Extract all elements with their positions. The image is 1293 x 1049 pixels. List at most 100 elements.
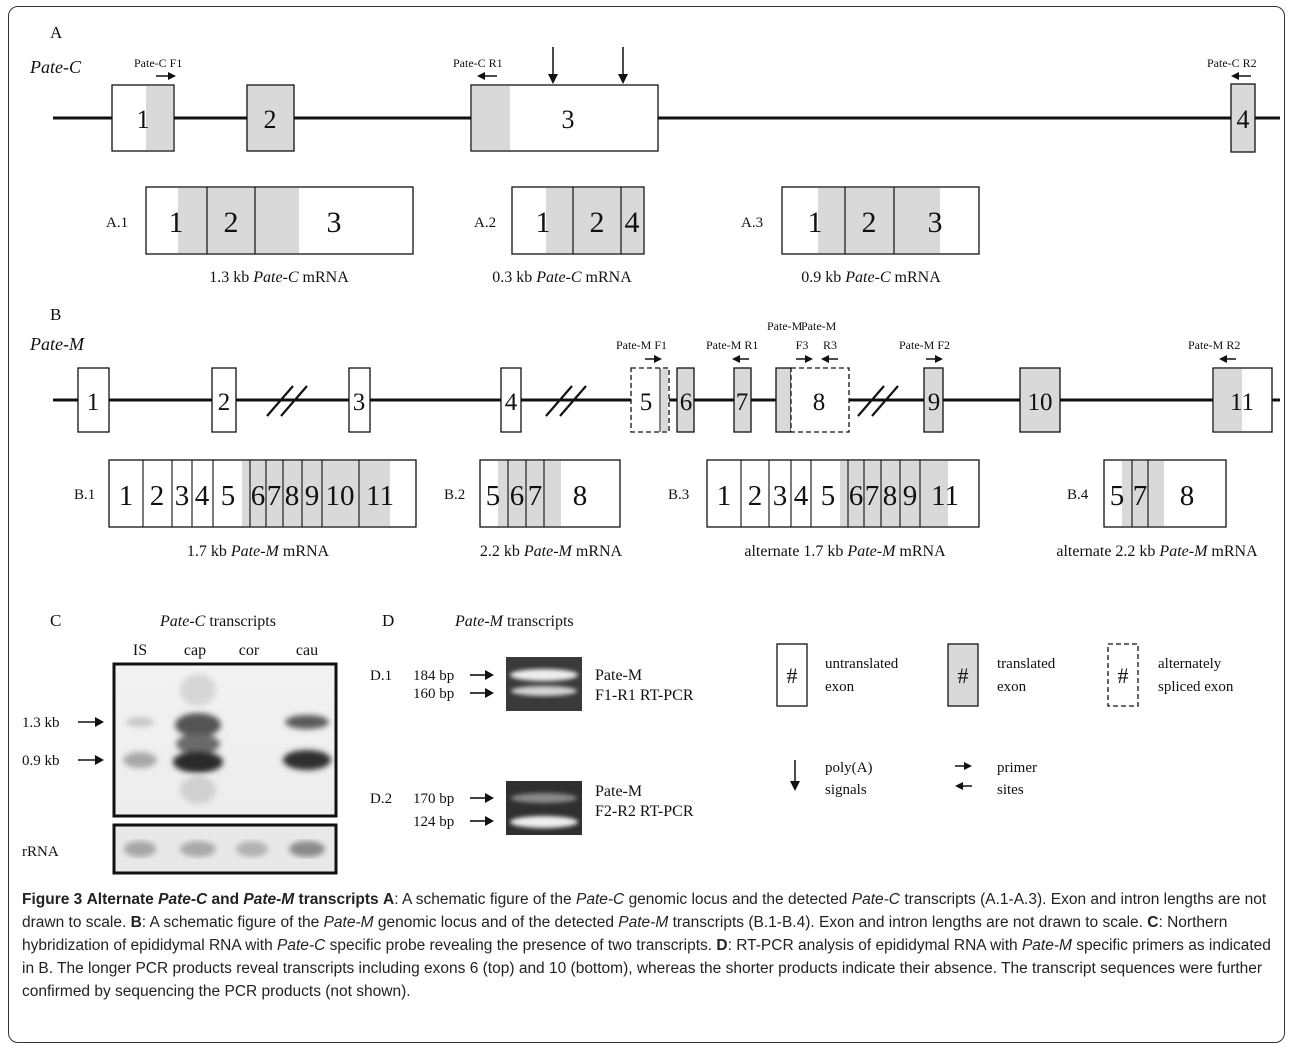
lane-label: cau: [296, 642, 318, 659]
exon-label: 7: [1133, 480, 1148, 512]
panel-d: D Pate-M transcripts D.1 184 bp 160 bp P…: [370, 611, 694, 835]
exon-label: 2: [264, 105, 277, 134]
caption-figure-number: Figure 3: [22, 891, 83, 908]
pate-m-exon-7: 7: [733, 367, 752, 433]
panel-c-letter: C: [50, 611, 61, 630]
transcript-id: B.4: [1067, 487, 1089, 503]
exon-label: 5: [1110, 480, 1125, 512]
exon-label: 9: [903, 480, 918, 512]
lane-label: cap: [184, 642, 206, 659]
pate-m-exon-4: 4: [500, 367, 522, 433]
exon-label: 10: [1028, 389, 1053, 416]
pate-m-exon-8: 8: [775, 367, 850, 433]
transcript-id: A.1: [106, 215, 128, 231]
transcript-id: B.1: [74, 487, 95, 503]
poly-a-arrow-icon: [618, 47, 628, 84]
pate-m-exon-6: 6: [676, 367, 695, 433]
transcript-id: B.2: [444, 487, 465, 503]
exon-label: 5: [821, 480, 836, 512]
panel-a: A Pate-C 1 2 3 4 Pate-C F1: [29, 23, 1280, 286]
legend-label: signals: [825, 782, 867, 798]
panel-c: C Pate-C transcripts IS cap cor cau 1.3 …: [22, 611, 338, 875]
exon-label: 11: [931, 480, 959, 512]
figure-diagram: A Pate-C 1 2 3 4 Pate-C F1: [22, 23, 1280, 875]
legend-label: poly(A): [825, 760, 873, 776]
transcript-caption: alternate 1.7 kb Pate-M mRNA: [744, 543, 946, 560]
legend-label: spliced exon: [1158, 679, 1234, 695]
exon-label: 8: [1180, 480, 1195, 512]
exon-label: 2: [748, 480, 763, 512]
right-arrow-icon: [78, 755, 104, 765]
panel-c-title: Pate-C transcripts: [159, 613, 276, 630]
transcript-b3: B.3 1 2 3 4 5 6 7 8 9 11 al: [668, 459, 980, 560]
exon-label: 2: [862, 206, 877, 239]
panel-b: B Pate-M 1 2 3 4 5: [29, 305, 1280, 560]
right-arrow-icon: [470, 688, 494, 698]
pate-c-gene-label: Pate-C: [29, 57, 82, 77]
panel-a-letter: A: [50, 23, 63, 42]
transcript-caption: 1.3 kb Pate-C mRNA: [209, 269, 349, 286]
exon-label: 1: [717, 480, 732, 512]
left-arrow-icon: [1231, 72, 1251, 80]
primer-label-f3: F3: [796, 338, 809, 352]
marker-label: 0.9 kb: [22, 753, 60, 769]
exon-label: 6: [849, 480, 864, 512]
gel-label-2: F1-R1 RT-PCR: [595, 687, 694, 704]
exon-label: 1: [169, 206, 184, 239]
transcript-caption: 0.3 kb Pate-C mRNA: [492, 269, 632, 286]
legend-translated: # translated exon: [947, 643, 1056, 707]
lane-label: IS: [133, 642, 147, 659]
right-arrow-icon: [156, 72, 176, 80]
legend-alternate: # alternately spliced exon: [1107, 643, 1234, 707]
poly-a-arrow-icon: [790, 760, 800, 791]
primer-label-pate-m-r3: Pate-M: [801, 319, 837, 333]
exon-label: 2: [218, 389, 231, 416]
transcript-caption: 2.2 kb Pate-M mRNA: [480, 543, 623, 560]
gel-label-1: Pate-M: [595, 783, 642, 800]
primer-label-pate-c-f1: Pate-C F1: [134, 56, 182, 70]
lane-label: cor: [239, 642, 260, 659]
band-label: 124 bp: [413, 814, 454, 830]
exon-label: 11: [1230, 389, 1254, 416]
figure-caption: Figure 3 Alternate Pate-C and Pate-M tra…: [22, 891, 1271, 1000]
caption-title: Alternate Pate-C and Pate-M transcripts: [86, 891, 379, 908]
legend-primer: primer sites: [955, 760, 1037, 798]
gel-label-2: F2-R2 RT-PCR: [595, 803, 694, 820]
right-arrow-icon: [926, 355, 943, 363]
exon-label: 4: [625, 206, 640, 239]
exon-label: 7: [865, 480, 880, 512]
poly-a-arrow-icon: [548, 47, 558, 84]
pate-m-exon-2: 2: [211, 367, 237, 433]
transcript-id: A.2: [474, 215, 496, 231]
legend: # untranslated exon # translated exon # …: [776, 643, 1234, 798]
left-arrow-icon: [477, 72, 497, 80]
gel-label-1: Pate-M: [595, 667, 642, 684]
exon-label: 2: [224, 206, 239, 239]
exon-label: 4: [794, 480, 809, 512]
exon-label: 2: [590, 206, 605, 239]
marker-label: 1.3 kb: [22, 715, 60, 731]
exon-label: 8: [813, 389, 826, 416]
panel-d-title: Pate-M transcripts: [454, 613, 574, 630]
right-arrow-icon: [955, 762, 972, 770]
exon-label: 3: [327, 206, 342, 239]
primer-label-pate-m-f1: Pate-M F1: [616, 338, 667, 352]
rrna-blot-image: [112, 823, 338, 875]
right-arrow-icon: [645, 355, 662, 363]
exon-label: 9: [305, 480, 320, 512]
exon-label: 3: [175, 480, 190, 512]
exon-label: 6: [510, 480, 525, 512]
transcript-caption: alternate 2.2 kb Pate-M mRNA: [1056, 543, 1258, 560]
exon-label: 5: [486, 480, 501, 512]
exon-label: 9: [928, 389, 941, 416]
exon-label: 11: [366, 480, 394, 512]
pate-c-exon-3: 3: [470, 84, 659, 152]
band-label: 184 bp: [413, 668, 454, 684]
pate-m-exon-5: 5: [630, 367, 670, 433]
exon-label: 7: [267, 480, 282, 512]
pate-m-exon-3: 3: [348, 367, 371, 433]
figure-frame: [8, 6, 1285, 1043]
primer-label-pate-m-f3: Pate-M: [767, 319, 803, 333]
left-arrow-icon: [1219, 355, 1236, 363]
left-arrow-icon: [821, 355, 838, 363]
